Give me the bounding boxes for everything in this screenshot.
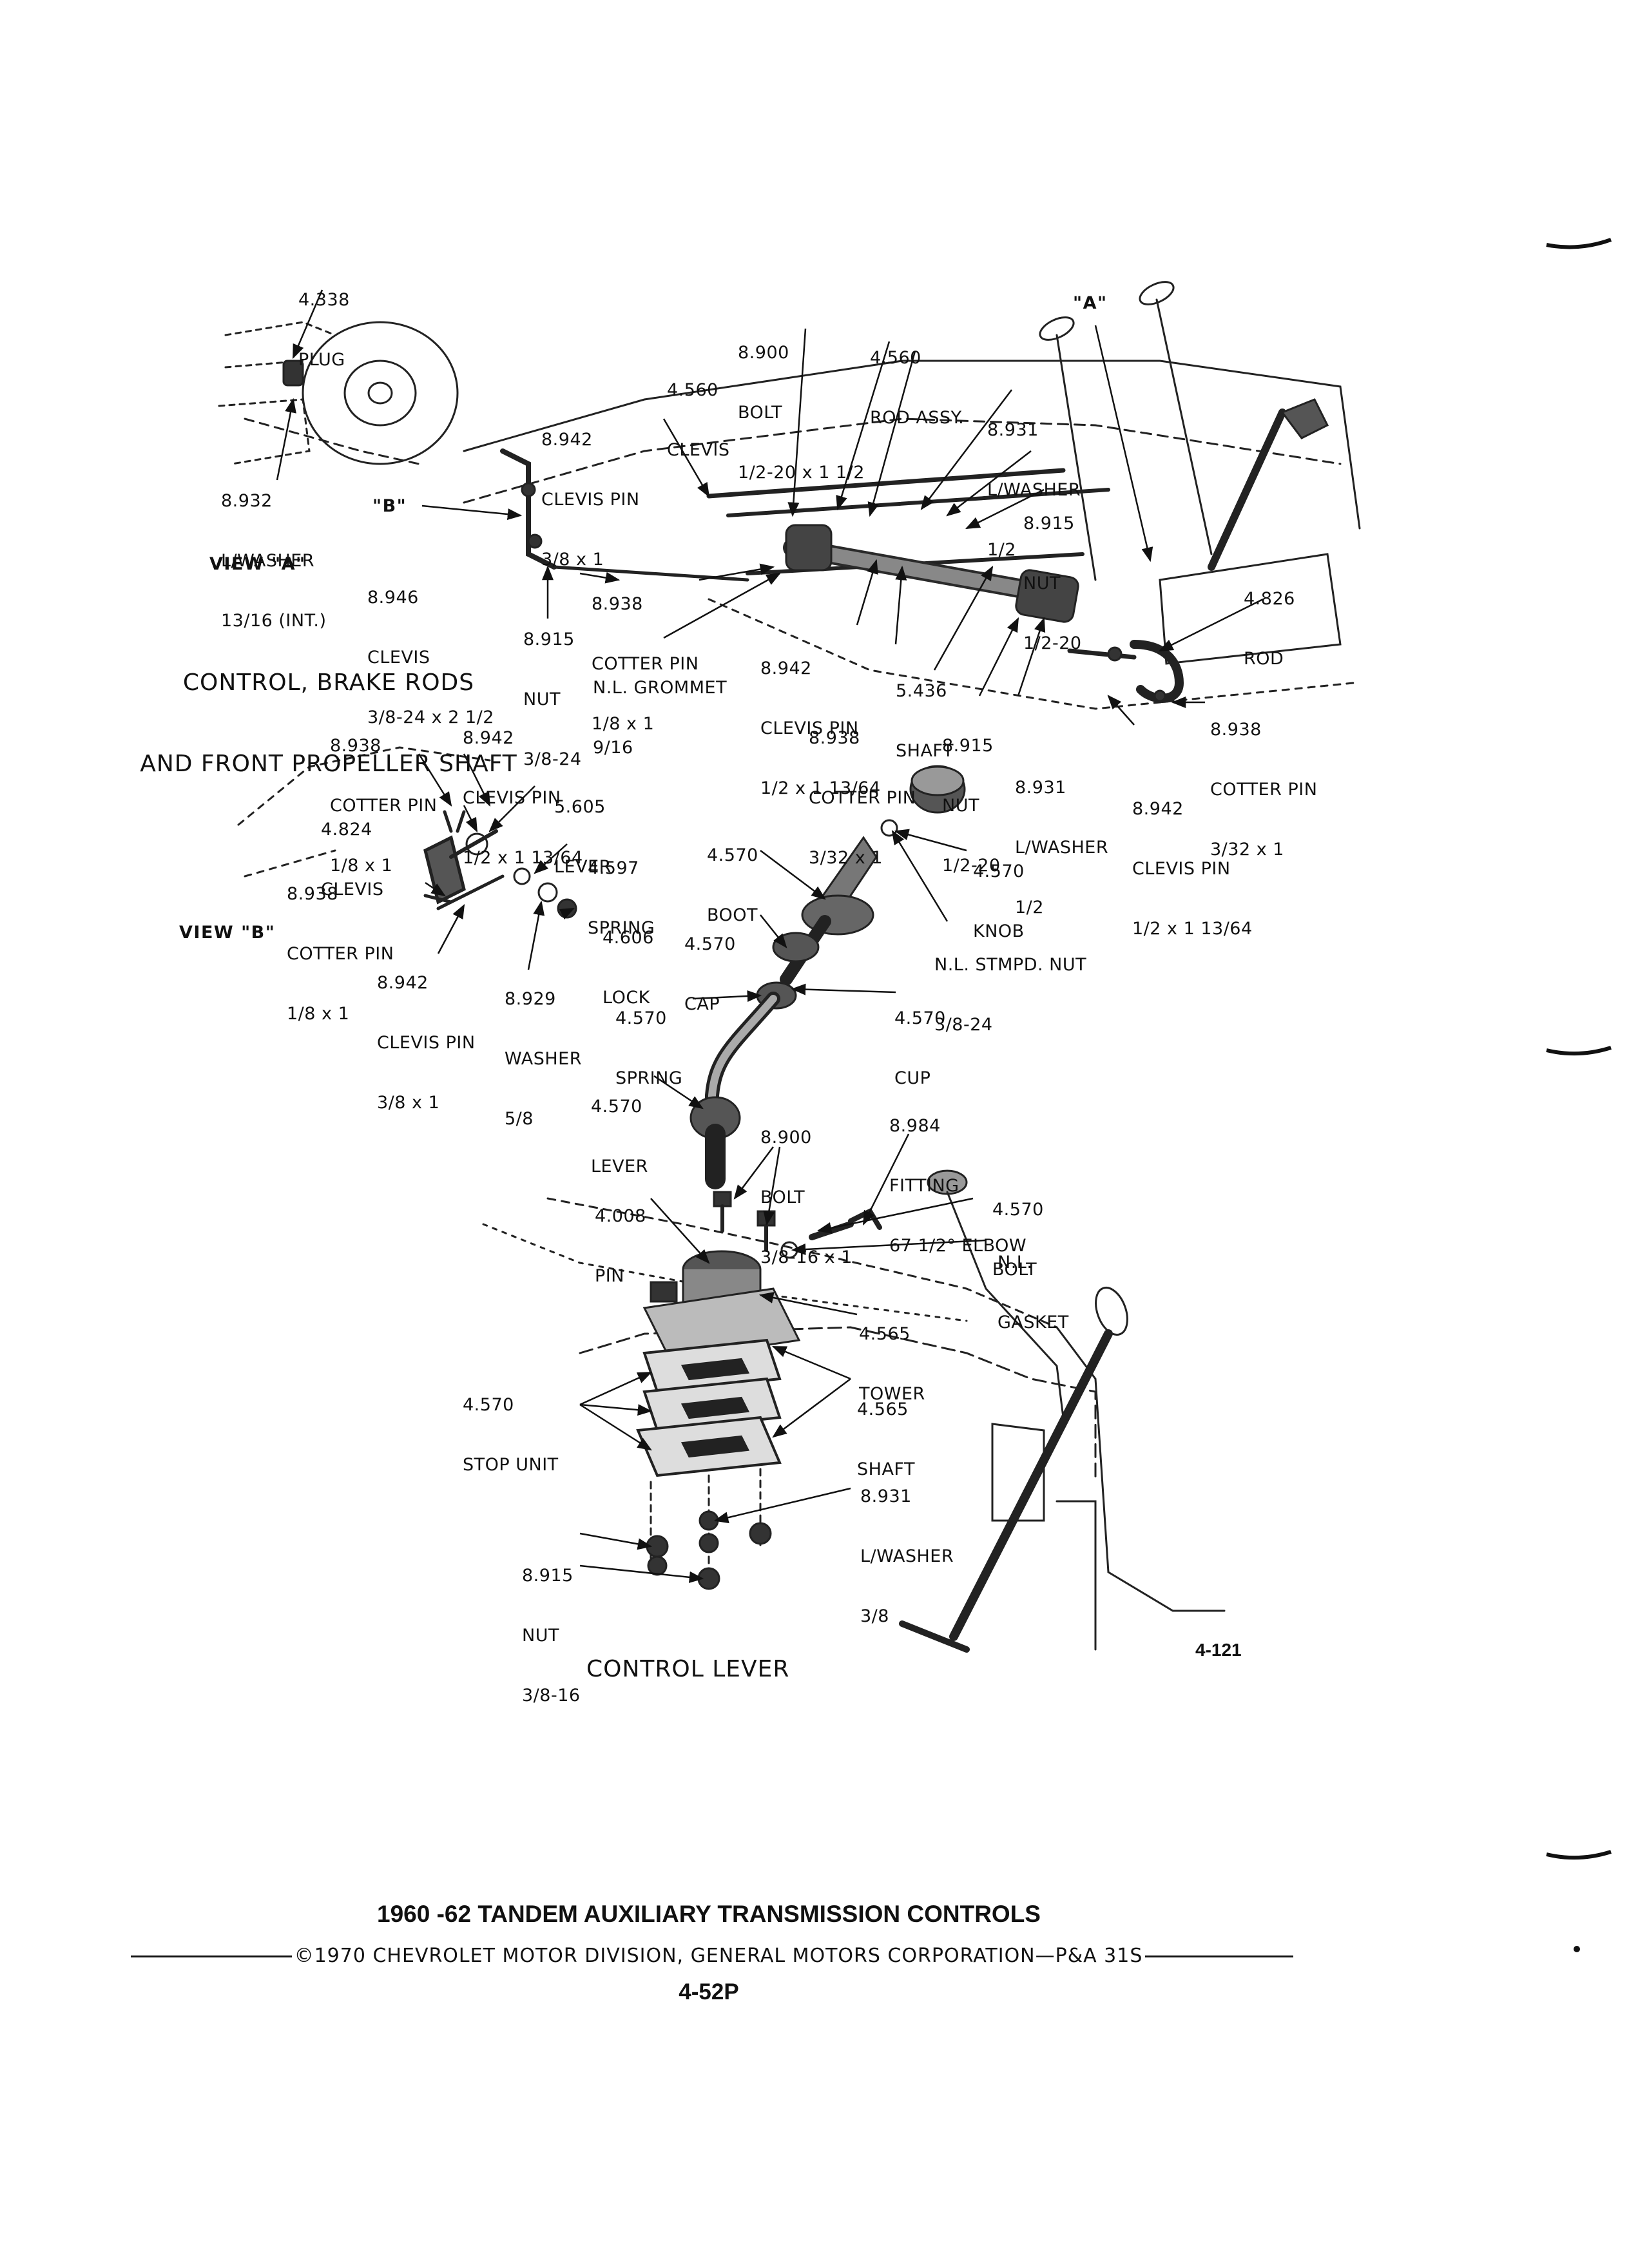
rule-left (130, 1956, 292, 1957)
callout-clevis-38-24: 8.946 CLEVIS 3/8-24 x 2 1/2 (367, 588, 494, 727)
view-a-label: VIEW "A" (209, 554, 306, 574)
callout-bolt-38-16: 8.900 BOLT 3/8-16 x 1 (760, 1128, 853, 1267)
callout-lever-4570: 4.570 LEVER (591, 1097, 648, 1177)
callout-cotter-332-right: 8.938 COTTER PIN 3/32 x 1 (1210, 720, 1318, 860)
callout-lwasher-12-b: 8.931 L/WASHER 1/2 (1015, 778, 1109, 918)
callout-lwasher-38: 8.931 L/WASHER 3/8 (860, 1486, 954, 1626)
callout-rod-assy: 4.560 ROD ASSY. (870, 348, 965, 428)
callout-nut-12-20: 8.915 NUT 1/2-20 (1023, 514, 1082, 653)
callout-plug: 4.338 PLUG (298, 290, 350, 370)
callout-pin-4008: 4.008 PIN (595, 1206, 646, 1286)
callout-lever-5605: 5.605 LEVER (554, 797, 612, 877)
callout-spring-4597: 4.597 SPRING (588, 858, 655, 938)
marker-a: "A" (1073, 293, 1108, 313)
callout-lock-4606: 4.606 LOCK (602, 928, 654, 1008)
callout-cotter-18: 8.938 COTTER PIN 1/8 x 1 (592, 594, 699, 734)
leader-lines (276, 289, 1264, 1583)
callout-clevis-4824: 4.824 CLEVIS (321, 820, 384, 899)
callout-cotter-332-mid: 8.938 COTTER PIN 3/32 x 1 (809, 728, 916, 868)
tower-assembly (482, 1169, 1226, 1653)
callout-clevis-pin-right: 8.942 CLEVIS PIN 1/2 x 1 13/64 (1132, 799, 1253, 939)
callout-clevis-pin-38: 8.942 CLEVIS PIN 3/8 x 1 (541, 430, 640, 570)
footer-copyright: ©1970 CHEVROLET MOTOR DIVISION, GENERAL … (0, 1945, 1424, 1967)
callout-shaft-4565: 4.565 SHAFT (857, 1399, 915, 1479)
callout-cotter-viewb-2: 8.938 COTTER PIN 1/8 x 1 (287, 884, 394, 1024)
callout-stop-unit: 4.570 STOP UNIT (463, 1395, 559, 1475)
callout-clevis-pin-viewb: 8.942 CLEVIS PIN 1/2 x 1 13/64 (463, 728, 583, 868)
callout-bolt-top: 8.900 BOLT 1/2-20 x 1 1/2 (738, 343, 865, 483)
caption-main: CONTROL, BRAKE RODS AND FRONT PROPELLER … (140, 669, 517, 777)
transmission-housing-view-a (218, 321, 459, 465)
caption-control-lever: CONTROL LEVER (586, 1656, 790, 1682)
callout-cotter-viewb: 8.938 COTTER PIN 1/8 x 1 (330, 736, 438, 876)
rule-right (1145, 1956, 1294, 1957)
callout-cap: 4.570 CAP (684, 934, 736, 1014)
callout-washer-58: 8.929 WASHER 5/8 (505, 989, 582, 1129)
callout-nut-12-20-b: 8.915 NUT 1/2-20 (942, 736, 1001, 876)
callout-nut-38-24: 8.915 NUT 3/8-24 (523, 629, 582, 769)
crop-marks (1546, 238, 1612, 1952)
callout-bolt-4570: 4.570 BOLT (992, 1200, 1044, 1280)
callout-clevis-pin-viewb-2: 8.942 CLEVIS PIN 3/8 x 1 (377, 973, 476, 1113)
view-b-label: VIEW "B" (179, 923, 276, 943)
callout-clevis-pin-mid: 8.942 CLEVIS PIN 1/2 x 1 13/64 (760, 658, 881, 798)
callout-lwasher-int: 8.932 L/WASHER 13/16 (INT.) (221, 491, 327, 631)
callout-cup: 4.570 CUP (894, 1008, 946, 1088)
page-number: 4-52P (679, 1979, 739, 2004)
figure-number: 4-121 (1195, 1640, 1242, 1660)
callout-clevis-top: 4.560 CLEVIS (667, 380, 730, 460)
callout-stmpd-nut: N.L. STMPD. NUT 3/8-24 (934, 955, 1087, 1035)
callout-nut-38-16: 8.915 NUT 3/8-16 (522, 1566, 581, 1706)
callout-tower: 4.565 TOWER (859, 1324, 925, 1404)
shift-lever-stack (689, 765, 966, 1189)
callout-lwasher-12: 8.931 L/WASHER 1/2 (987, 420, 1081, 560)
callout-shaft-5436: 5.436 SHAFT (896, 681, 954, 761)
callout-fitting: 8.984 FITTING 67 1/2° ELBOW (889, 1116, 1027, 1256)
callout-rod-4826: 4.826 ROD (1244, 589, 1295, 669)
callout-knob: 4.570 KNOB (973, 861, 1025, 941)
footer-title: 1960 -62 TANDEM AUXILIARY TRANSMISSION C… (377, 1901, 1041, 1927)
callout-grommet: N.L. GROMMET 9/16 (593, 678, 728, 758)
copyright-text: ©1970 CHEVROLET MOTOR DIVISION, GENERAL … (294, 1945, 1143, 1967)
marker-b: "B" (372, 496, 407, 516)
callout-boot: 4.570 BOOT (707, 845, 758, 925)
callout-spring-4570: 4.570 SPRING (615, 1008, 683, 1088)
callout-gasket: N.L. GASKET (998, 1253, 1069, 1332)
